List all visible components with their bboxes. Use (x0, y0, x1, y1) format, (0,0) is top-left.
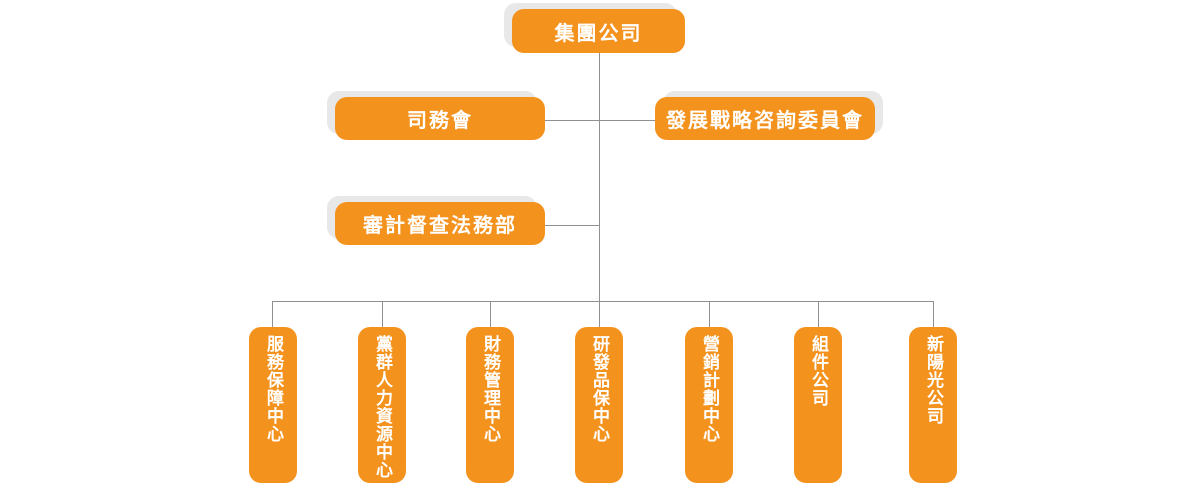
dept-stub-line (382, 301, 383, 327)
dept-node-components-company: 組件公司 (794, 327, 842, 483)
dept-node-marketing-planning: 營銷計劃中心 (685, 327, 733, 483)
org-node-label: 發展戰略咨詢委員會 (666, 110, 864, 132)
dept-node-label: 營銷計劃中心 (700, 335, 719, 443)
org-node-audit-legal: 審計督查法務部 (335, 202, 545, 245)
org-node-label: 審計督查法務部 (363, 215, 517, 237)
level3-connector-line (545, 225, 599, 226)
dept-node-label: 服務保障中心 (264, 335, 283, 443)
dept-node-new-sunshine-company: 新陽光公司 (909, 327, 957, 483)
dept-node-finance: 財務管理中心 (466, 327, 514, 483)
org-node-label: 集團公司 (554, 22, 643, 45)
org-node-council: 司務會 (335, 97, 545, 140)
org-node-label: 司務會 (407, 110, 473, 132)
org-node-strategy-committee: 發展戰略咨詢委員會 (655, 97, 875, 140)
dept-stub-line (599, 301, 600, 327)
dept-node-rnd-qa: 研發品保中心 (575, 327, 623, 483)
dept-stub-line (709, 301, 710, 327)
dept-node-label: 研發品保中心 (590, 335, 609, 443)
dept-stub-line (818, 301, 819, 327)
dept-node-label: 組件公司 (809, 335, 828, 407)
dept-node-label: 黨群人力資源中心 (373, 335, 392, 479)
dept-stub-line (272, 301, 273, 327)
dept-node-label: 新陽光公司 (924, 335, 943, 425)
dept-node-label: 財務管理中心 (481, 335, 500, 443)
org-node-group-company: 集團公司 (512, 9, 685, 53)
dept-node-party-hr: 黨群人力資源中心 (358, 327, 406, 483)
dept-stub-line (490, 301, 491, 327)
distribution-line (272, 301, 933, 302)
trunk-line (599, 53, 600, 301)
dept-stub-line (933, 301, 934, 327)
dept-node-service-support: 服務保障中心 (249, 327, 297, 483)
level2-connector-line (545, 120, 655, 121)
